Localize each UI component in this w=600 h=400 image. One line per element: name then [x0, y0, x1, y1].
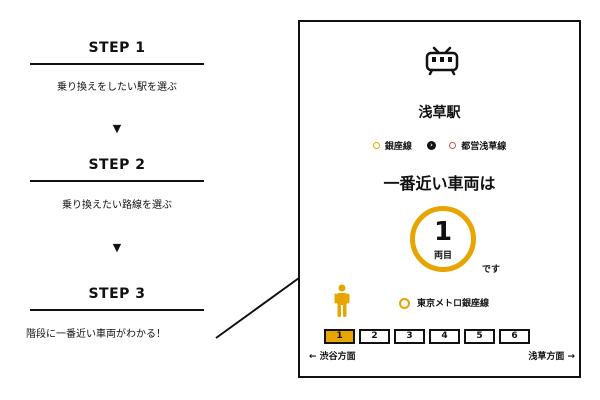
step-3: STEP 3 階段に一番近い車両がわかる！: [26, 286, 204, 340]
app-screen: 浅草駅 銀座線 › 都営浅草線 一番近い車両は 1 両目 です 東京メトロ銀座線…: [298, 20, 581, 378]
train-line-label: 東京メトロ銀座線: [399, 296, 489, 309]
step-3-title: STEP 3: [30, 286, 204, 311]
car-3[interactable]: 3: [394, 329, 425, 344]
direction-asakusa: 浅草方面 →: [528, 352, 575, 362]
train-line-name: 東京メトロ銀座線: [417, 299, 490, 309]
ginza-line-icon: [372, 142, 380, 149]
car-1[interactable]: 1: [324, 329, 355, 344]
result-car-unit: 両目: [433, 251, 452, 261]
from-line-label[interactable]: 銀座線: [384, 142, 412, 152]
step-2-description: 乗り換えたい路線を選ぶ: [62, 200, 172, 211]
car-2[interactable]: 2: [359, 329, 390, 344]
station-name: 浅草駅: [418, 105, 461, 121]
result-circle: 1 両目: [410, 206, 476, 272]
car-6[interactable]: 6: [499, 329, 530, 344]
direction-shibuya: ← 渋谷方面: [309, 352, 356, 362]
step-2: STEP 2 乗り換えたい路線を選ぶ: [30, 157, 204, 211]
car-5[interactable]: 5: [464, 329, 495, 344]
down-arrow-icon: ▼: [112, 241, 122, 254]
step-1-description: 乗り換えをしたい駅を選ぶ: [57, 82, 177, 93]
result-headline: 一番近い車両は: [383, 174, 496, 193]
ginza-line-icon: [399, 298, 410, 309]
person-icon: [334, 284, 350, 317]
transfer-arrow-icon: ›: [427, 141, 436, 150]
step-3-description: 階段に一番近い車両がわかる！: [26, 329, 166, 340]
car-4[interactable]: 4: [429, 329, 460, 344]
result-suffix: です: [482, 265, 501, 275]
train-icon: [425, 46, 459, 76]
down-arrow-icon: ▼: [112, 122, 122, 135]
asakusa-line-icon: [449, 142, 457, 149]
step-2-title: STEP 2: [30, 157, 204, 182]
step-1-title: STEP 1: [30, 40, 204, 65]
result-car-number: 1: [433, 217, 453, 247]
to-line-label[interactable]: 都営浅草線: [461, 142, 507, 152]
line-selection: 銀座線 › 都営浅草線: [300, 139, 579, 152]
step-1: STEP 1 乗り換えをしたい駅を選ぶ: [30, 40, 204, 93]
